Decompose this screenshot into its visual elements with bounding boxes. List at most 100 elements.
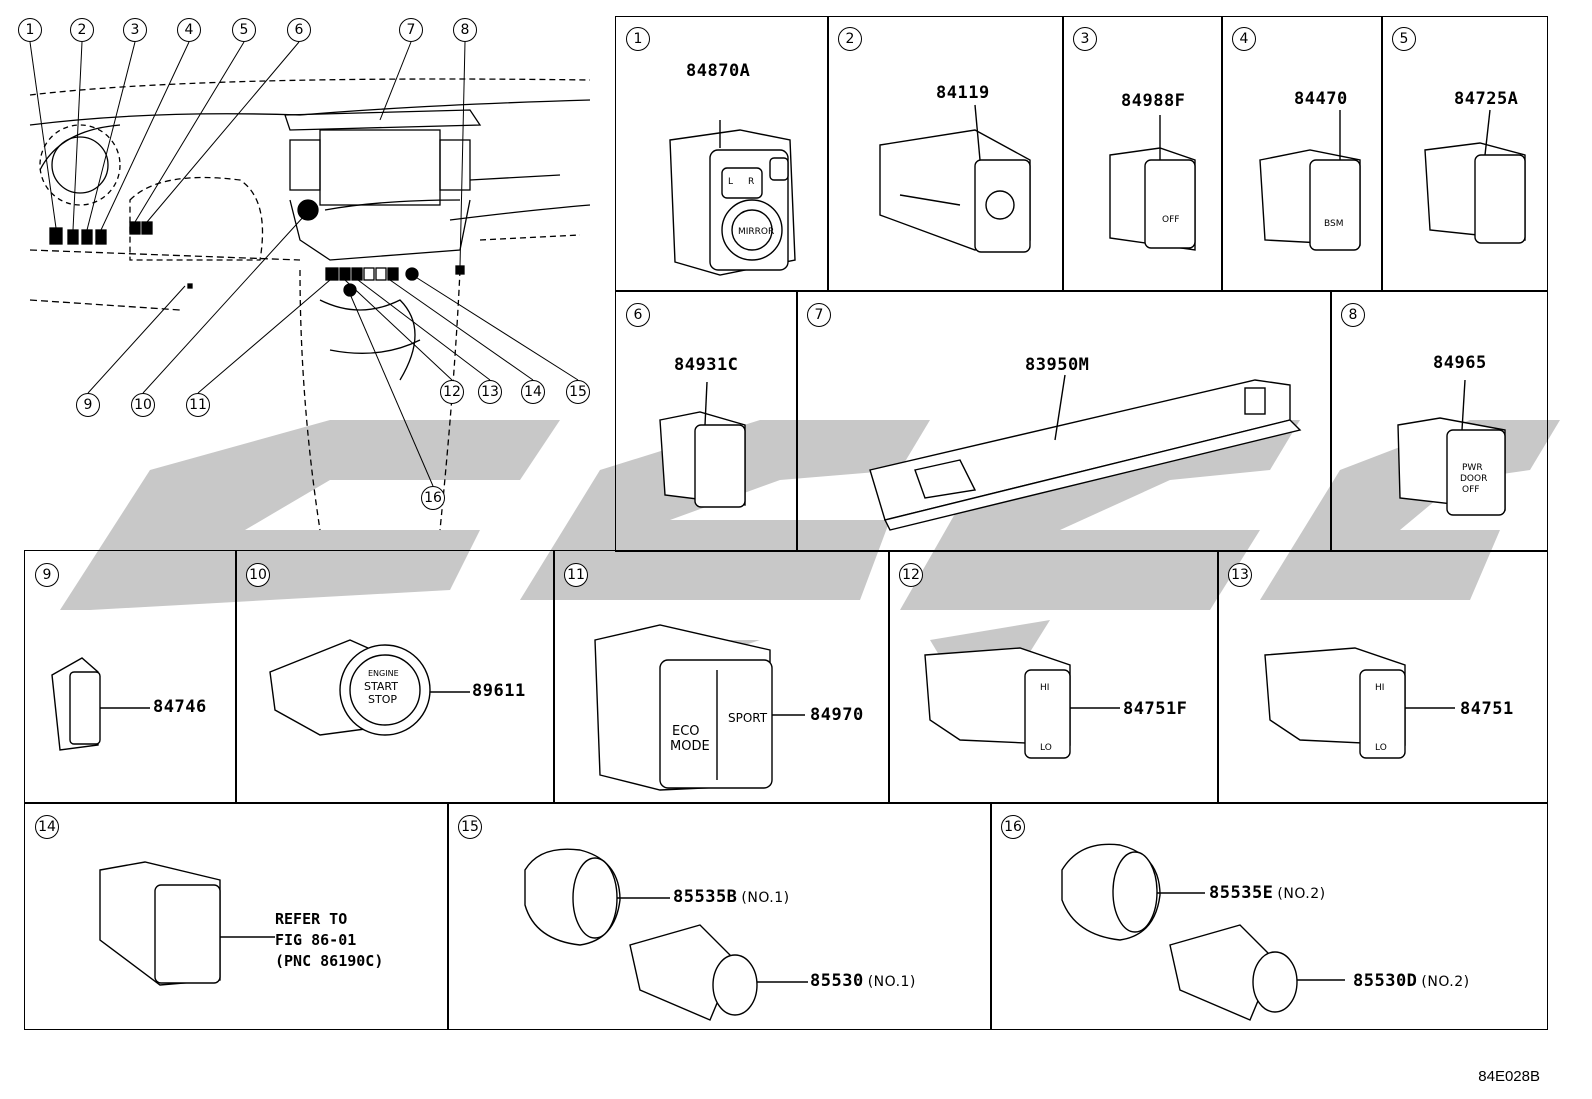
panel-number: 2: [838, 27, 862, 51]
callout-1: 1: [18, 18, 42, 42]
part-number-plug[interactable]: 85530(NO.1): [810, 971, 916, 991]
callout-10: 10: [131, 393, 155, 417]
switch-face-labels: MIRROR L R OFF BSM PWR DOOR OFF ENGINE S…: [364, 177, 1487, 754]
panel-number: 7: [807, 303, 831, 327]
panel-number: 8: [1341, 303, 1365, 327]
part-number[interactable]: 84751: [1460, 699, 1514, 719]
part-note: (NO.2): [1421, 974, 1470, 990]
sport-face-text: SPORT: [728, 711, 768, 725]
bsm-switch-icon: [1259, 110, 1361, 251]
callout-2: 2: [70, 18, 94, 42]
seat-heater-switch-f-icon: [924, 647, 1120, 759]
dimmer-switch-icon: [879, 104, 1031, 253]
panel-5: 5 84725A: [1381, 16, 1548, 292]
part-number[interactable]: 84970: [810, 705, 864, 725]
refer-line-1: REFER TO: [275, 910, 348, 928]
terrain-switch-icon: [1424, 109, 1526, 244]
part-number[interactable]: 83950M: [1025, 355, 1090, 375]
pwr-face-text: PWR: [1462, 463, 1483, 473]
panel-number: 14: [35, 815, 59, 839]
part-number[interactable]: 84870A: [686, 61, 751, 81]
callout-15: 15: [566, 380, 590, 404]
refer-line-2[interactable]: FIG 86-01: [275, 931, 357, 949]
panel-13: 13 84751: [1217, 550, 1548, 804]
panel-11: 11 84970: [553, 550, 890, 804]
panel-4: 4 84470: [1221, 16, 1383, 292]
panel-7: 7 83950M: [796, 290, 1332, 552]
part-number: 85530D: [1353, 971, 1418, 991]
part-note: (NO.1): [741, 890, 790, 906]
part-number-socket[interactable]: 85535B(NO.1): [673, 887, 790, 907]
panel-number: 11: [564, 563, 588, 587]
panel-8: 8 84965: [1330, 290, 1548, 552]
panel-15: 15 85535B(NO.1) 85530(NO.1): [447, 802, 992, 1030]
off2-face-text: OFF: [1462, 485, 1479, 495]
liftgate-switch-icon: [659, 381, 746, 508]
callout-3: 3: [123, 18, 147, 42]
small-switch-icon: [51, 657, 150, 751]
drive-mode-switch-icon: [594, 624, 805, 791]
part-number[interactable]: 84965: [1433, 353, 1487, 373]
part-number: 85535B: [673, 887, 738, 907]
panel-number: 3: [1073, 27, 1097, 51]
panel-3: 3 84988F: [1062, 16, 1223, 292]
mode-face-text: MODE: [670, 739, 710, 754]
panel-14: 14 REFER TO FIG 86-01 (PNC 86190C): [24, 802, 449, 1030]
part-number-plug[interactable]: 85530D(NO.2): [1353, 971, 1470, 991]
part-number-socket[interactable]: 85535E(NO.2): [1209, 883, 1326, 903]
power-outlet-socket-no1-icon: [524, 848, 670, 946]
panel-12: 12 84751F: [888, 550, 1219, 804]
panel-number: 16: [1001, 815, 1025, 839]
refer-line-3: (PNC 86190C): [275, 952, 384, 970]
part-number[interactable]: 89611: [472, 681, 526, 701]
lo-f-text: LO: [1040, 743, 1052, 753]
panel-number: 6: [626, 303, 650, 327]
off-switch-icon: [1109, 115, 1196, 251]
callout-8: 8: [453, 18, 477, 42]
refer-note: REFER TO FIG 86-01 (PNC 86190C): [275, 909, 383, 972]
part-illustrations: [51, 104, 1526, 1021]
panel-1: 1 84870A: [615, 16, 829, 292]
panel-number: 4: [1232, 27, 1256, 51]
mirror-r-text: R: [748, 177, 754, 187]
part-number[interactable]: 84988F: [1121, 91, 1186, 111]
part-number[interactable]: 84751F: [1123, 699, 1188, 719]
callout-7: 7: [399, 18, 423, 42]
panel-9: 9 84746: [24, 550, 237, 804]
callout-6: 6: [287, 18, 311, 42]
callout-12: 12: [440, 380, 464, 404]
part-number[interactable]: 84725A: [1454, 89, 1519, 109]
panel-number: 13: [1228, 563, 1252, 587]
callout-5: 5: [232, 18, 256, 42]
callout-4: 4: [177, 18, 201, 42]
power-outlet-plug-no2-icon: [1169, 924, 1345, 1021]
part-number[interactable]: 84746: [153, 697, 207, 717]
callout-16: 16: [421, 486, 445, 510]
lo-text: LO: [1375, 743, 1387, 753]
part-number[interactable]: 84119: [936, 83, 990, 103]
switch-panel-icon: [869, 374, 1302, 531]
hi-text: HI: [1375, 683, 1384, 693]
part-note: (NO.1): [867, 974, 916, 990]
off-face-text: OFF: [1162, 215, 1179, 225]
panel-number: 9: [35, 563, 59, 587]
panel-10: 10 89611: [235, 550, 555, 804]
callout-9: 9: [76, 393, 100, 417]
bsm-face-text: BSM: [1324, 219, 1344, 229]
power-outlet-plug-no1-icon: [629, 924, 808, 1021]
power-outlet-socket-no2-icon: [1061, 843, 1205, 941]
panel-16: 16 85535E(NO.2) 85530D(NO.2): [990, 802, 1548, 1030]
overview-leaders: [29, 41, 579, 487]
panel-6: 6 84931C: [615, 290, 798, 552]
door-face-text: DOOR: [1460, 474, 1487, 484]
part-number[interactable]: 84470: [1294, 89, 1348, 109]
eco-face-text: ECO: [672, 724, 700, 739]
part-number[interactable]: 84931C: [674, 355, 739, 375]
panel-number: 10: [246, 563, 270, 587]
diagram-code: 84E028B: [1478, 1068, 1540, 1085]
panel-2: 2 84119: [827, 16, 1064, 292]
mirror-switch-icon: [669, 120, 796, 276]
part-number: 85530: [810, 971, 864, 991]
panel-number: 1: [626, 27, 650, 51]
